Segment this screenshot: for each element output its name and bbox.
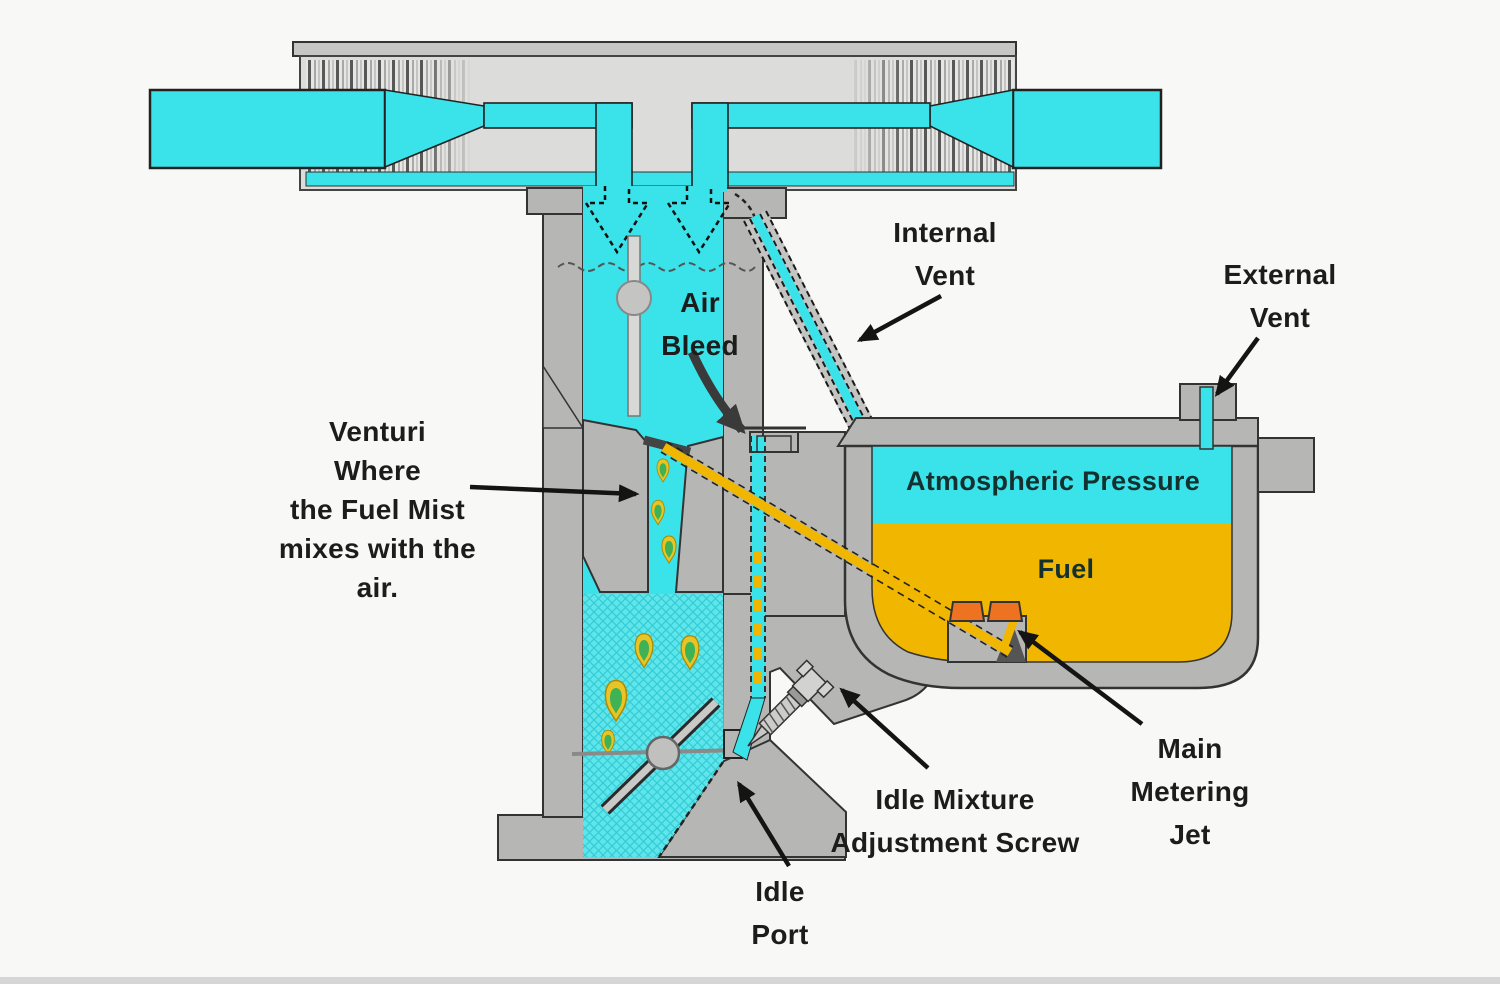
venturi-body [582,418,724,593]
vent-flow-arrow [734,192,762,234]
airflow-arrow-right [665,186,733,255]
label-idle-port: Idle Port [751,876,809,950]
label-internal-vent: Internal Vent [893,217,997,291]
fuel-inlet-boss [1257,437,1315,493]
left-air-inlet-pipe [148,88,387,170]
venturi-arrow [469,484,640,503]
jet-seat-left [948,601,986,622]
internal-vent-tube [743,210,874,432]
external-vent [1179,383,1237,450]
float-bowl-lid [836,417,1259,447]
air-level-wavy-line [557,262,756,272]
air-filter-assembly [148,41,1163,191]
internal-vent-arrow [856,294,943,342]
label-venturi: Venturi Where the Fuel Mist mixes with t… [278,416,477,603]
label-idle-mixture-screw: Idle Mixture Adjustment Screw [830,784,1080,858]
idle-mixture-adjustment-screw [747,659,835,747]
jet-seat-right [986,601,1024,622]
filtered-air-strip [305,171,1015,187]
throttle-hub [645,735,681,771]
right-air-inlet-pipe [1011,88,1163,170]
label-atmospheric-pressure: Atmospheric Pressure [905,466,1201,496]
float-bowl [660,383,1315,690]
label-external-vent: External Vent [1223,259,1337,333]
airflow-arrow-left [583,186,651,255]
external-vent-arrow [1214,336,1260,397]
throttle-assembly [571,697,746,815]
callout-arrows [469,294,1260,868]
air-filter-lid [292,41,1017,57]
label-fuel: Fuel [1037,554,1095,584]
idle-port-arrow [737,780,791,868]
main-metering-jet-arrow [1017,629,1144,726]
fuel-region [872,524,1232,662]
bottom-edge-bar [0,977,1500,984]
air-channels [483,102,931,190]
idle-mixture-arrow [839,687,930,770]
air-bleed-arrow [687,350,746,434]
air-bleed-jet [744,426,806,453]
choke-shaft [616,280,652,316]
atmospheric-pressure-region [872,446,1232,524]
label-main-metering-jet: Main Metering Jet [1130,733,1250,850]
label-air-bleed: Air Bleed [661,287,739,361]
